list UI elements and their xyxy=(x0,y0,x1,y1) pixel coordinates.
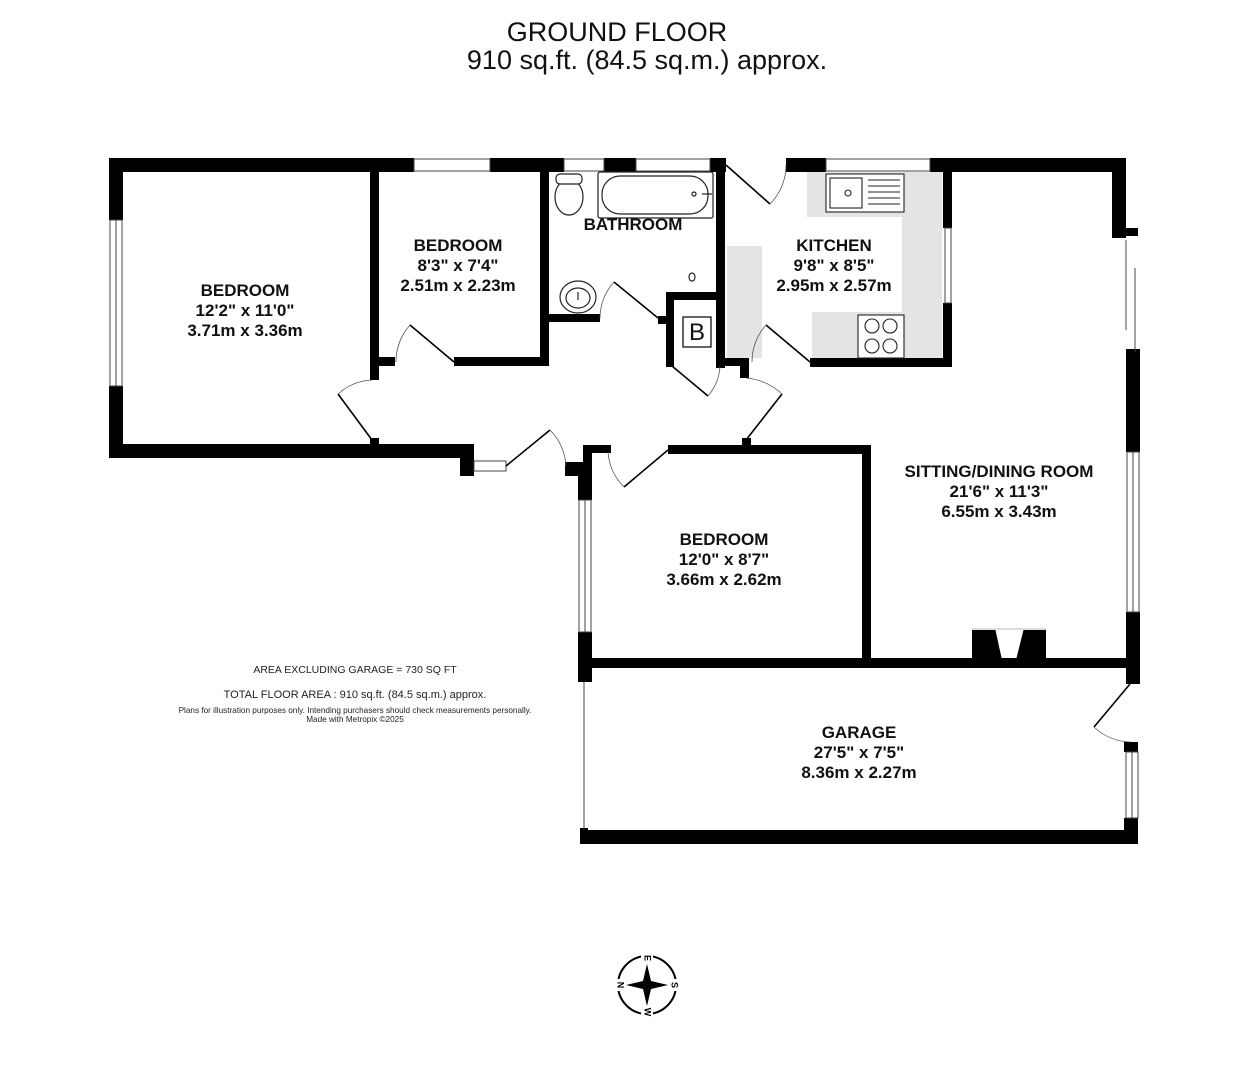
room-label-bedroom-1: BEDROOM 12'2" x 11'0" 3.71m x 3.36m xyxy=(187,281,302,341)
doors xyxy=(337,164,1131,743)
room-imperial: 8'3" x 7'4" xyxy=(417,256,499,275)
disclaimer-note: Plans for illustration purposes only. In… xyxy=(179,706,532,724)
room-label-bathroom: BATHROOM xyxy=(584,215,683,235)
room-imperial: 12'2" x 11'0" xyxy=(195,301,295,320)
room-metric: 8.36m x 2.27m xyxy=(801,763,917,782)
room-name: SITTING/DINING ROOM xyxy=(904,462,1094,481)
area-excluding-garage-note: AREA EXCLUDING GARAGE = 730 SQ FT xyxy=(253,664,457,676)
room-label-bedroom-2: BEDROOM 8'3" x 7'4" 2.51m x 2.23m xyxy=(400,236,515,296)
room-metric: 3.71m x 3.36m xyxy=(187,321,303,340)
room-name: BATHROOM xyxy=(583,215,683,234)
boiler-symbol xyxy=(682,316,712,348)
credit-text: Made with Metropix ©2025 xyxy=(306,715,404,724)
bathroom-fixtures xyxy=(554,171,714,314)
room-metric: 3.66m x 2.62m xyxy=(666,570,782,589)
total-floor-area-note: TOTAL FLOOR AREA : 910 sq.ft. (84.5 sq.m… xyxy=(223,689,487,701)
room-label-garage: GARAGE 27'5" x 7'5" 8.36m x 2.27m xyxy=(801,723,916,783)
disclaimer-text: Plans for illustration purposes only. In… xyxy=(178,706,532,715)
room-metric: 2.95m x 2.57m xyxy=(776,276,892,295)
compass-west: W xyxy=(643,1008,653,1017)
walls xyxy=(109,158,1140,844)
room-imperial: 21'6" x 11'3" xyxy=(949,482,1049,501)
compass-north: N xyxy=(616,982,626,989)
room-name: BEDROOM xyxy=(679,530,769,549)
compass-east: E xyxy=(643,955,653,961)
room-name: BEDROOM xyxy=(200,281,290,300)
kitchen-fixtures xyxy=(825,173,905,359)
room-imperial: 9'8" x 8'5" xyxy=(793,256,875,275)
room-label-kitchen: KITCHEN 9'8" x 8'5" 2.95m x 2.57m xyxy=(776,236,891,296)
room-imperial: 27'5" x 7'5" xyxy=(813,743,905,762)
compass-south: S xyxy=(670,982,680,988)
room-name: KITCHEN xyxy=(796,236,872,255)
room-label-bedroom-3: BEDROOM 12'0" x 8'7" 3.66m x 2.62m xyxy=(666,530,781,590)
boiler-label: B xyxy=(688,319,705,346)
room-label-sitting-dining: SITTING/DINING ROOM 21'6" x 11'3" 6.55m … xyxy=(905,462,1094,522)
room-name: BEDROOM xyxy=(413,236,503,255)
room-name: GARAGE xyxy=(821,723,897,742)
room-metric: 2.51m x 2.23m xyxy=(400,276,516,295)
floor-title: GROUND FLOOR xyxy=(506,17,728,47)
room-imperial: 12'0" x 8'7" xyxy=(678,550,770,569)
floor-area-subtitle: 910 sq.ft. (84.5 sq.m.) approx. xyxy=(466,45,828,75)
compass-icon: E W N S xyxy=(612,950,682,1020)
room-metric: 6.55m x 3.43m xyxy=(941,502,1057,521)
